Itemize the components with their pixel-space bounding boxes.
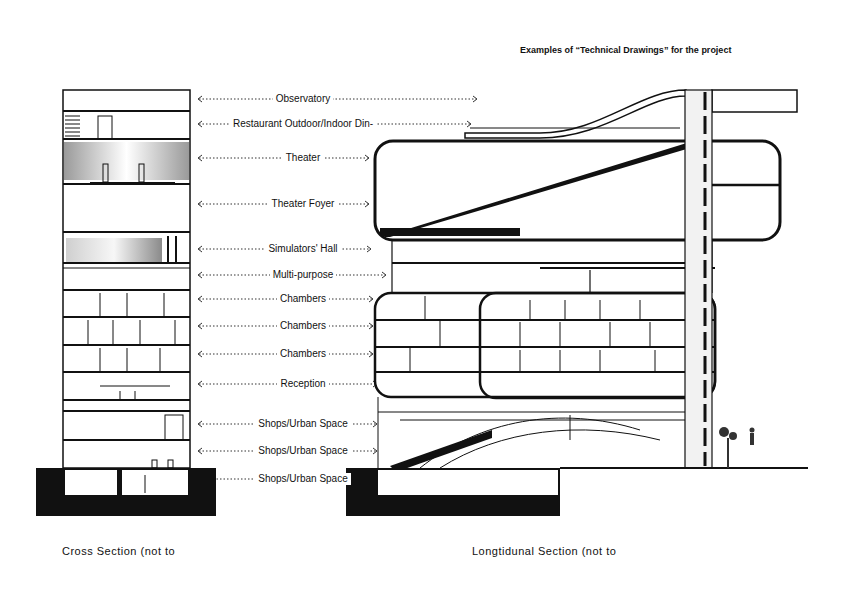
section-caption: Cross Section (not to [62, 545, 175, 557]
floor-label: Reception [277, 378, 328, 390]
floor-label: Observatory [273, 93, 333, 105]
page-title: Examples of “Technical Drawings” for the… [520, 45, 731, 55]
floor-label: Shops/Urban Space [255, 418, 351, 430]
floor-label: Shops/Urban Space [255, 445, 351, 457]
floor-label: Chambers [277, 320, 329, 332]
floor-label: Theater [283, 152, 323, 164]
floor-label: Chambers [277, 293, 329, 305]
floor-label: Chambers [277, 348, 329, 360]
floor-label: Theater Foyer [269, 198, 338, 210]
section-caption: Longtidunal Section (not to [472, 545, 616, 557]
floor-label: Shops/Urban Space [255, 473, 351, 485]
floor-label: Multi-purpose [270, 269, 337, 281]
floor-label: Restaurant Outdoor/Indoor Din- [230, 118, 376, 130]
floor-label: Simulators' Hall [265, 243, 340, 255]
